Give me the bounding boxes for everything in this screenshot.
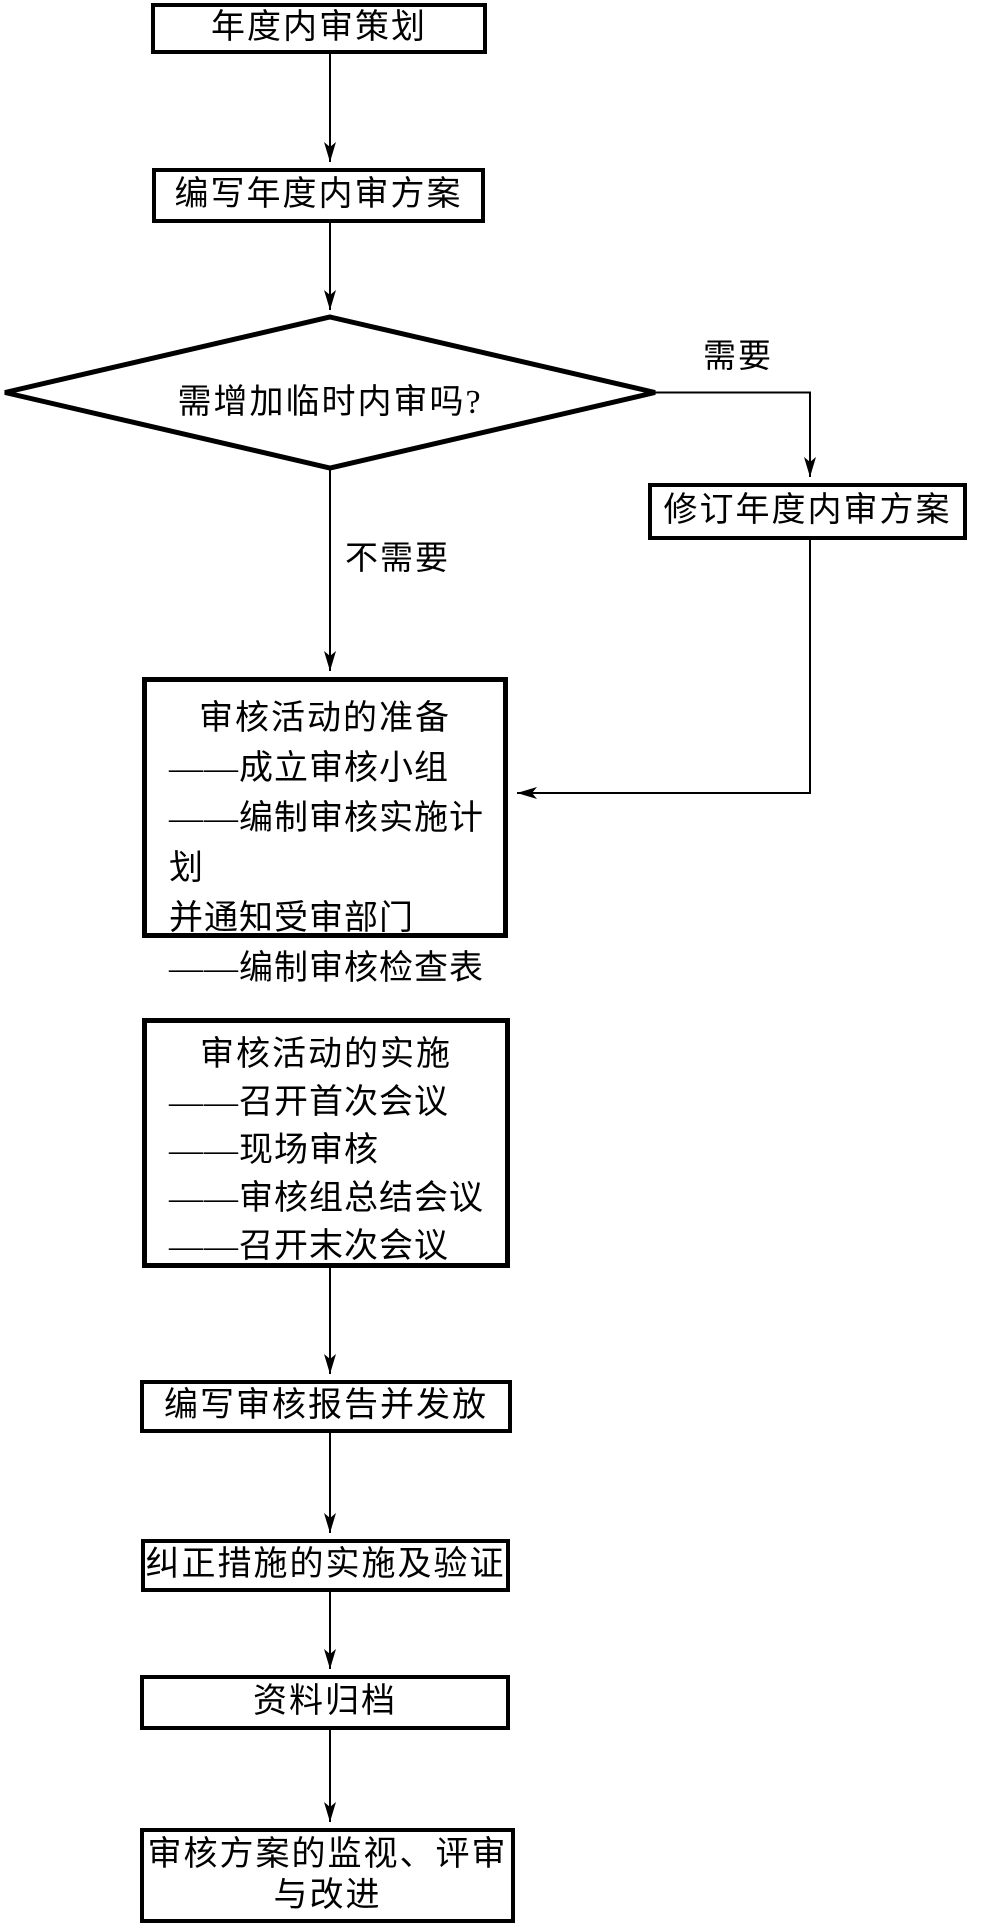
implementation-item: ——现场审核: [169, 1132, 379, 1169]
preparation-title: 审核活动的准备: [199, 700, 451, 737]
implementation-item: ——审核组总结会议: [169, 1180, 484, 1217]
arrow-decision-yes-to-revise: [655, 391, 816, 477]
node-archive: 资料归档: [140, 1675, 510, 1730]
node-corrective-actions: 纠正措施的实施及验证: [141, 1539, 510, 1592]
preparation-item: ——编制审核实施计划 并通知受审部门: [169, 800, 484, 937]
node-audit-implementation: 审核活动的实施 ——召开首次会议 ——现场审核 ——审核组总结会议 ——召开末次…: [142, 1018, 510, 1268]
node-revise-annual-plan: 修订年度内审方案: [648, 483, 967, 540]
node-monitor-review: 审核方案的监视、评审 与改进: [140, 1828, 515, 1923]
arrow-revise-to-preparation: [517, 540, 811, 799]
decision-question-text: 需增加临时内审吗?: [177, 384, 483, 421]
node-write-annual-plan: 编写年度内审方案: [152, 168, 485, 223]
edge-label-no: 不需要: [345, 541, 450, 577]
implementation-item: ——召开末次会议: [169, 1228, 449, 1265]
preparation-item: ——编制审核检查表: [169, 950, 484, 987]
node-audit-preparation: 审核活动的准备 ——成立审核小组 ——编制审核实施计划 并通知受审部门 ——编制…: [142, 677, 508, 987]
preparation-item: ——成立审核小组: [169, 750, 449, 787]
node-annual-planning: 年度内审策划: [151, 3, 487, 54]
node-audit-report: 编写审核报告并发放: [140, 1380, 512, 1433]
edge-label-yes: 需要: [703, 339, 773, 375]
implementation-title: 审核活动的实施: [200, 1036, 452, 1073]
implementation-item: ——召开首次会议: [169, 1084, 449, 1121]
